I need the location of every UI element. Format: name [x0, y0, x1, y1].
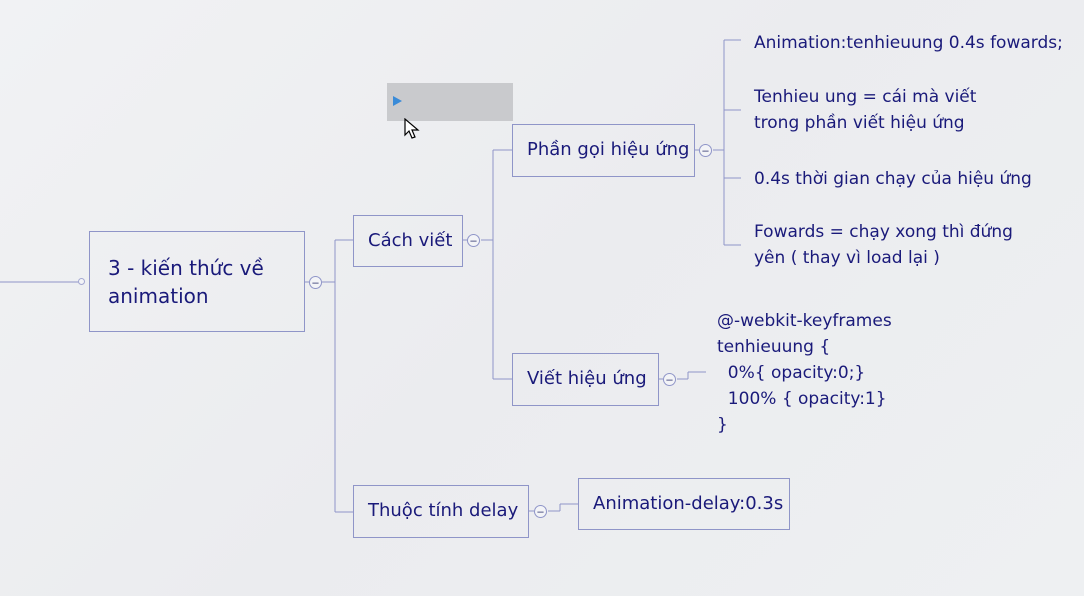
- topic-label: Animation-delay:0.3s: [593, 492, 784, 514]
- note-tenhieu-ung[interactable]: Tenhieu ung = cái mà viết trong phần viế…: [754, 87, 977, 133]
- topic-phan-goi-hieu-ung[interactable]: Phần gọi hiệu ứng: [512, 124, 695, 177]
- topic-viet-hieu-ung[interactable]: Viết hiệu ứng: [512, 353, 659, 406]
- connection-dot: [78, 278, 85, 285]
- collapse-toggle-delay[interactable]: −: [534, 505, 547, 518]
- note-duration[interactable]: 0.4s thời gian chạy của hiệu ứng: [754, 169, 1032, 189]
- root-topic-label: 3 - kiến thức về animation: [108, 255, 264, 308]
- floating-topic-editor[interactable]: [387, 83, 513, 121]
- topic-animation-delay[interactable]: Animation-delay:0.3s: [578, 478, 790, 530]
- collapse-toggle-cach-viet[interactable]: −: [467, 234, 480, 247]
- note-keyframes-code[interactable]: @-webkit-keyframes tenhieuung { 0%{ opac…: [717, 311, 892, 435]
- topic-label: Cách viết: [368, 229, 453, 251]
- collapse-toggle-phan-goi[interactable]: −: [699, 144, 712, 157]
- topic-label: Thuộc tính delay: [368, 500, 519, 522]
- collapse-toggle-viet-hieu-ung[interactable]: −: [663, 373, 676, 386]
- collapse-toggle-root[interactable]: −: [309, 276, 322, 289]
- note-fowards[interactable]: Fowards = chạy xong thì đứng yên ( thay …: [754, 222, 1013, 268]
- root-topic[interactable]: 3 - kiến thức về animation: [89, 231, 305, 332]
- mouse-cursor-icon: [404, 118, 420, 139]
- topic-label: Phần gọi hiệu ứng: [527, 139, 690, 161]
- topic-thuoc-tinh-delay[interactable]: Thuộc tính delay: [353, 485, 529, 538]
- note-animation-syntax[interactable]: Animation:tenhieuung 0.4s fowards;: [754, 33, 1063, 53]
- topic-label: Viết hiệu ứng: [527, 368, 647, 390]
- play-icon[interactable]: [393, 96, 402, 106]
- topic-cach-viet[interactable]: Cách viết: [353, 215, 463, 267]
